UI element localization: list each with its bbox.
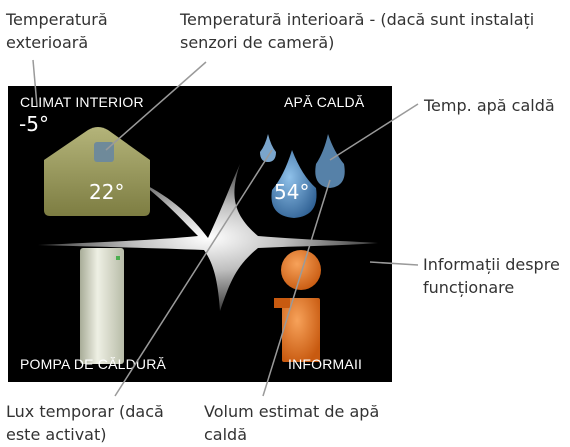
callout-hot-water-temperature: Temp. apă caldă: [424, 94, 555, 117]
callout-line: Temperatură: [6, 10, 108, 29]
display-screen: CLIMAT INTERIOR -5° 22° APĂ CALDĂ 54°: [8, 86, 392, 382]
callout-line: funcționare: [423, 278, 515, 297]
callout-line: Volum estimat de apă: [204, 402, 380, 421]
callout-line: Temperatură interioară - (dacă sunt inst…: [180, 10, 535, 29]
callout-operating-info: Informații despre funcționare: [423, 253, 560, 299]
callout-indoor-temperature: Temperatură interioară - (dacă sunt inst…: [180, 8, 534, 54]
callout-outdoor-temperature: Temperatură exterioară: [6, 8, 108, 54]
callout-line: exterioară: [6, 33, 89, 52]
heat-pump-tile[interactable]: POMPA DE CĂLDURĂ: [8, 236, 198, 382]
callout-temporary-lux: Lux temporar (dacă este activat): [6, 400, 164, 446]
callout-estimated-volume: Volum estimat de apă caldă: [204, 400, 379, 446]
callout-line: este activat): [6, 425, 107, 444]
hot-water-tile[interactable]: APĂ CALDĂ 54°: [202, 86, 392, 234]
hot-water-temperature-value: 54°: [274, 180, 310, 204]
info-label: INFORMAII: [288, 356, 363, 372]
outdoor-temperature-value: -5°: [19, 112, 49, 136]
info-tile[interactable]: INFORMAII: [202, 236, 392, 382]
hot-water-label: APĂ CALDĂ: [284, 94, 365, 110]
indoor-climate-label: CLIMAT INTERIOR: [20, 94, 144, 110]
callout-line: Lux temporar (dacă: [6, 402, 164, 421]
callout-line: Temp. apă caldă: [424, 96, 555, 115]
indoor-climate-tile[interactable]: CLIMAT INTERIOR -5° 22°: [8, 86, 198, 234]
callout-line: senzori de cameră): [180, 33, 335, 52]
indoor-temperature-value: 22°: [89, 180, 125, 204]
callout-line: caldă: [204, 425, 248, 444]
callout-line: Informații despre: [423, 255, 560, 274]
heat-pump-label: POMPA DE CĂLDURĂ: [20, 356, 167, 372]
